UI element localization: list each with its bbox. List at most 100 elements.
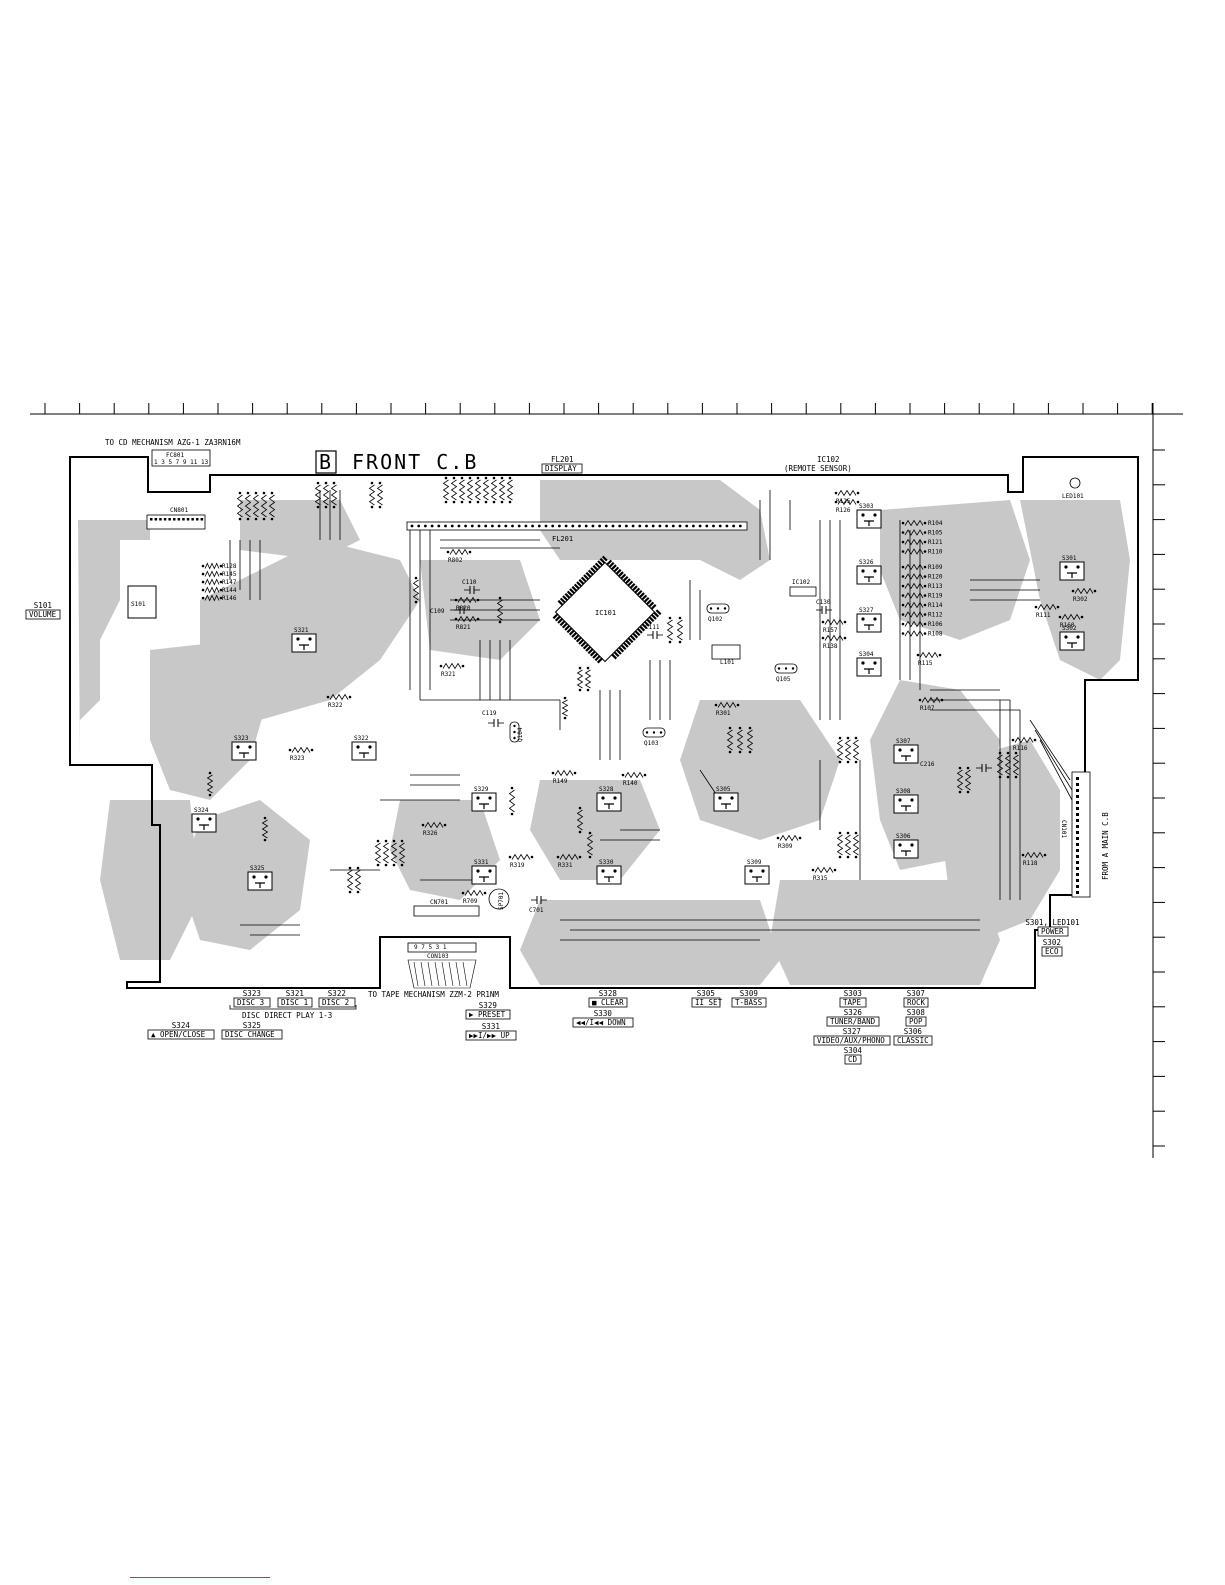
fl201-pin xyxy=(591,524,595,528)
switch-pad xyxy=(910,843,914,847)
fl201-pin xyxy=(725,524,729,528)
fl201-display-strip xyxy=(406,521,748,531)
pad xyxy=(1033,738,1037,742)
fl201-pin xyxy=(645,524,648,528)
pad xyxy=(414,600,418,604)
pad xyxy=(838,760,842,764)
cn801-connector: CN801 xyxy=(146,507,206,530)
ic101-pin xyxy=(646,618,653,625)
resistor xyxy=(736,729,744,751)
resistor xyxy=(904,582,924,590)
resistor xyxy=(837,489,857,497)
switch-pad xyxy=(476,869,480,873)
fl201-pin xyxy=(470,524,474,528)
pad xyxy=(1014,775,1018,779)
resistor xyxy=(576,809,584,831)
switch-s327: S327 xyxy=(856,607,882,633)
switch-id: S309 xyxy=(747,859,762,866)
resistor-label: R105 xyxy=(928,530,943,537)
ic101-pin xyxy=(571,632,578,638)
ic101-pin xyxy=(578,639,585,645)
switch-symbol xyxy=(864,624,874,630)
resistor-label: R144 xyxy=(222,587,237,594)
switch-symbol xyxy=(721,803,731,809)
switch-id: S324 xyxy=(194,807,209,814)
resistor xyxy=(458,479,466,501)
fl201-pin xyxy=(537,524,541,528)
resistor xyxy=(1074,587,1094,595)
pad xyxy=(563,696,567,700)
switch-pad xyxy=(601,796,605,800)
pad xyxy=(476,500,480,504)
pad xyxy=(838,736,842,740)
switch-s304: S304 xyxy=(856,651,882,677)
resistor xyxy=(824,634,844,642)
pad xyxy=(1058,615,1062,619)
switch-pad xyxy=(761,869,765,873)
resistor-label: R109 xyxy=(928,564,943,571)
fc801-connector: FC801 1 3 5 7 9 11 13 xyxy=(151,449,211,467)
svg-text:L101: L101 xyxy=(720,659,735,666)
l101-inductor: L101 xyxy=(711,644,741,666)
resistor xyxy=(586,834,594,856)
trace xyxy=(1039,739,1073,801)
legend-id: S323 xyxy=(243,989,261,998)
legend-id: S324 xyxy=(172,1021,191,1030)
fl201-pin xyxy=(738,524,742,528)
switch-pad xyxy=(910,748,914,752)
legend-s329: S329▶ PRESET xyxy=(465,1001,511,1020)
resistor xyxy=(1012,754,1020,776)
pad xyxy=(736,703,740,707)
legend-box xyxy=(588,997,628,1008)
pad xyxy=(238,517,242,521)
capacitor-label: C110 xyxy=(462,579,477,586)
switch-id: S331 xyxy=(474,859,489,866)
resistor xyxy=(1014,736,1034,744)
legend-box xyxy=(465,1009,511,1020)
resistor xyxy=(382,842,390,864)
pad xyxy=(254,517,258,521)
capacitor-c130: C130 xyxy=(816,599,832,614)
resistor xyxy=(964,769,972,791)
cn801-pin xyxy=(168,518,171,521)
legend-id: S302 xyxy=(1043,938,1061,947)
resistor xyxy=(260,494,268,518)
resistor-label: R125 xyxy=(836,498,851,505)
switch-symbol xyxy=(901,850,911,856)
pad xyxy=(263,838,267,842)
pad xyxy=(846,831,850,835)
legend-function: T-BASS xyxy=(735,998,763,1007)
switch-s322: S322 xyxy=(351,735,377,761)
resistor-label: R110 xyxy=(928,549,943,556)
pad xyxy=(578,806,582,810)
ic101-pin xyxy=(627,580,634,587)
legend-function: ROCK xyxy=(907,998,926,1007)
capacitor-label: C130 xyxy=(816,599,831,606)
resistor xyxy=(919,651,939,659)
ic101-pin xyxy=(566,590,573,597)
cn101-pin xyxy=(1076,813,1079,816)
switch-s309: S309 xyxy=(744,859,770,885)
legend-id: S301, LED101 xyxy=(1025,918,1079,927)
resistor-label: R121 xyxy=(928,539,943,546)
tact-switches: S301S302S303S326S327S304S307S308S306S305… xyxy=(191,503,1085,891)
transistor-label: Q103 xyxy=(644,740,659,747)
switch-pad xyxy=(236,745,240,749)
resistor xyxy=(442,662,462,670)
fl201-pin xyxy=(604,524,608,528)
pad xyxy=(901,622,905,626)
cn801-pin xyxy=(177,518,181,521)
ic101-pin xyxy=(587,648,594,655)
cn101-pin xyxy=(1076,873,1079,876)
pad xyxy=(854,760,858,764)
pad xyxy=(748,726,752,730)
cable-wire xyxy=(448,961,454,987)
pad xyxy=(370,481,374,485)
resistor xyxy=(398,842,406,864)
capacitor-label: C109 xyxy=(430,608,445,615)
switch-pad xyxy=(861,661,865,665)
legend-box xyxy=(839,997,867,1008)
pad xyxy=(821,620,825,624)
pad xyxy=(843,636,847,640)
